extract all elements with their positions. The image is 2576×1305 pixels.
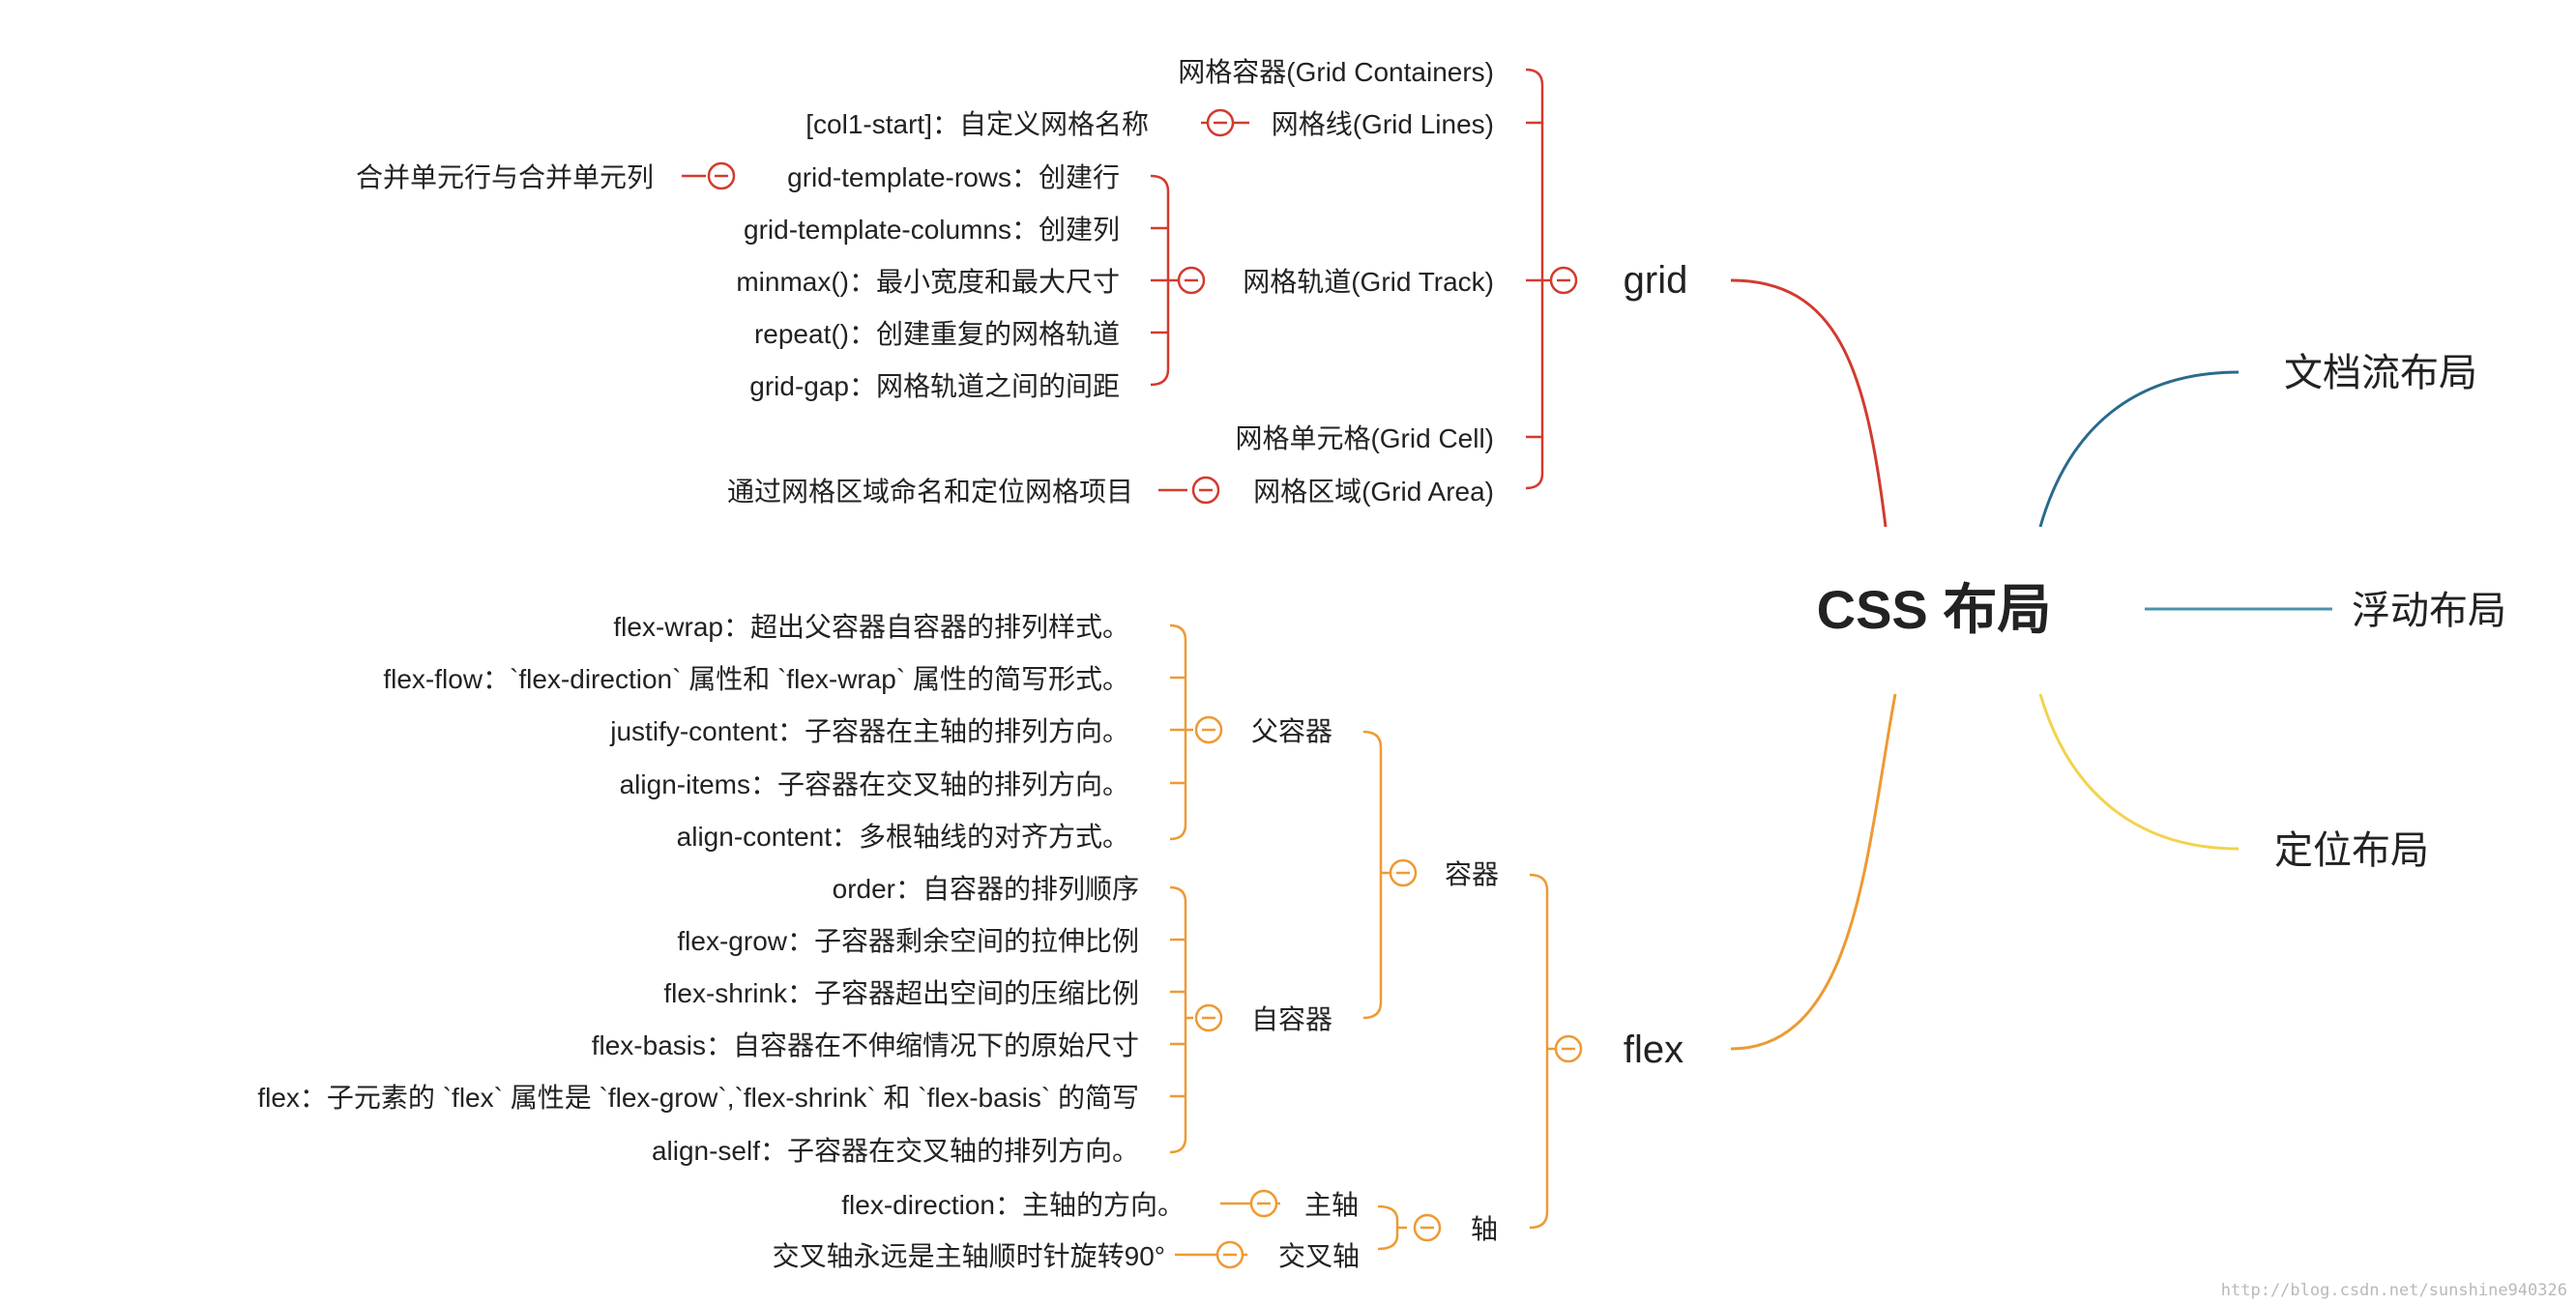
flex-cross-axis-child[interactable]: 交叉轴永远是主轴顺时针旋转90° <box>773 1241 1165 1271</box>
grid-containers-node[interactable]: 网格容器(Grid Containers) <box>1178 57 1494 87</box>
connector-doc <box>2038 370 2239 528</box>
flex-connectors <box>1169 624 1557 1257</box>
flex-self-child-order[interactable]: order：自容器的排列顺序 <box>833 874 1139 904</box>
flex-parent-child-align-content[interactable]: align-content：多根轴线的对齐方式。 <box>677 822 1129 852</box>
grid-area-collapse-toggle-icon[interactable] <box>1191 476 1220 505</box>
branch-flex[interactable]: flex <box>1624 1029 1683 1071</box>
grid-track-child-rows[interactable]: grid-template-rows：创建行 <box>787 162 1120 192</box>
self-bracket <box>1169 885 1187 1154</box>
flex-collapse-toggle-icon[interactable] <box>1554 1034 1583 1063</box>
grid-lines-child[interactable]: [col1-start]：自定义网格名称 <box>805 109 1149 139</box>
container-collapse-toggle-icon[interactable] <box>1389 858 1418 887</box>
grid-track-child-minmax[interactable]: minmax()：最小宽度和最大尺寸 <box>736 267 1120 297</box>
parent-bracket-ticks <box>1170 676 1193 785</box>
main-branch-connectors <box>1730 278 2332 1051</box>
connector-flex <box>1730 693 1897 1051</box>
grid-track-child-gap[interactable]: grid-gap：网格轨道之间的间距 <box>749 371 1120 401</box>
flex-subtree: 容器 轴 父容器 自容器 主轴 交叉轴 flex-wrap：超出父容器自容器的排… <box>257 612 1499 1271</box>
grid-cell-node[interactable]: 网格单元格(Grid Cell) <box>1235 423 1494 453</box>
flex-parent-child-justify[interactable]: justify-content：子容器在主轴的排列方向。 <box>609 716 1129 746</box>
connector-pos <box>2038 693 2239 851</box>
branch-float[interactable]: 浮动布局 <box>2352 590 2506 632</box>
main-axis-collapse-toggle-icon[interactable] <box>1249 1189 1278 1218</box>
grid-track-child-repeat[interactable]: repeat()：创建重复的网格轨道 <box>754 319 1120 349</box>
grid-track-child-columns[interactable]: grid-template-columns：创建列 <box>744 215 1120 245</box>
grid-track-collapse-toggle-icon[interactable] <box>1177 266 1206 295</box>
flex-self-child-basis[interactable]: flex-basis：自容器在不伸缩情况下的原始尺寸 <box>592 1030 1139 1060</box>
flex-parent-child-flow[interactable]: flex-flow：`flex-direction` 属性和 `flex-wra… <box>383 664 1129 694</box>
flex-self-node[interactable]: 自容器 <box>1251 1004 1332 1034</box>
grid-rows-collapse-toggle-icon[interactable] <box>707 161 736 190</box>
flex-self-child-flex[interactable]: flex：子元素的 `flex` 属性是 `flex-grow`,`flex-s… <box>257 1083 1139 1113</box>
self-bracket-ticks <box>1170 938 1193 1098</box>
flex-self-child-shrink[interactable]: flex-shrink：子容器超出空间的压缩比例 <box>663 978 1139 1008</box>
branch-position[interactable]: 定位布局 <box>2274 829 2429 872</box>
axis-collapse-toggle-icon[interactable] <box>1413 1213 1442 1242</box>
flex-main-axis-node[interactable]: 主轴 <box>1304 1190 1359 1220</box>
parent-bracket <box>1169 624 1187 841</box>
flex-main-axis-child[interactable]: flex-direction：主轴的方向。 <box>841 1190 1185 1220</box>
branch-doc-flow[interactable]: 文档流布局 <box>2284 352 2477 394</box>
watermark: http://blog.csdn.net/sunshine940326 <box>2221 1281 2567 1300</box>
grid-toggles <box>707 108 1578 505</box>
flex-toggles <box>1194 715 1583 1269</box>
track-bracket-ticks <box>1151 226 1168 334</box>
flex-axis-node[interactable]: 轴 <box>1471 1214 1498 1244</box>
axis-bracket <box>1377 1204 1399 1251</box>
flex-bracket <box>1529 873 1549 1230</box>
flex-parent-node[interactable]: 父容器 <box>1251 716 1332 746</box>
grid-area-child[interactable]: 通过网格区域命名和定位网格项目 <box>727 477 1133 507</box>
grid-lines-node[interactable]: 网格线(Grid Lines) <box>1272 109 1494 139</box>
container-bracket <box>1362 730 1383 1020</box>
grid-bracket <box>1525 68 1544 490</box>
branch-grid[interactable]: grid <box>1624 259 1688 302</box>
grid-collapse-toggle-icon[interactable] <box>1549 266 1578 295</box>
self-collapse-toggle-icon[interactable] <box>1194 1003 1223 1032</box>
connector-grid <box>1730 278 1888 528</box>
flex-parent-child-align-items[interactable]: align-items：子容器在交叉轴的排列方向。 <box>620 769 1129 799</box>
parent-collapse-toggle-icon[interactable] <box>1194 715 1223 744</box>
flex-parent-child-wrap[interactable]: flex-wrap：超出父容器自容器的排列样式。 <box>613 612 1129 642</box>
flex-container-node[interactable]: 容器 <box>1445 859 1499 889</box>
root-topic[interactable]: CSS 布局 <box>1817 579 2052 640</box>
grid-lines-collapse-toggle-icon[interactable] <box>1206 108 1235 137</box>
grid-subtree: 网格容器(Grid Containers) 网格线(Grid Lines) [c… <box>356 57 1494 507</box>
grid-bracket-ticks <box>1526 121 1551 439</box>
grid-rows-child[interactable]: 合并单元行与合并单元列 <box>356 162 654 192</box>
cross-axis-collapse-toggle-icon[interactable] <box>1215 1240 1244 1269</box>
flex-self-child-grow[interactable]: flex-grow：子容器剩余空间的拉伸比例 <box>677 926 1139 956</box>
flex-self-child-align-self[interactable]: align-self：子容器在交叉轴的排列方向。 <box>652 1136 1139 1166</box>
grid-area-node[interactable]: 网格区域(Grid Area) <box>1253 477 1494 507</box>
flex-cross-axis-node[interactable]: 交叉轴 <box>1278 1241 1360 1271</box>
grid-track-node[interactable]: 网格轨道(Grid Track) <box>1243 267 1494 297</box>
